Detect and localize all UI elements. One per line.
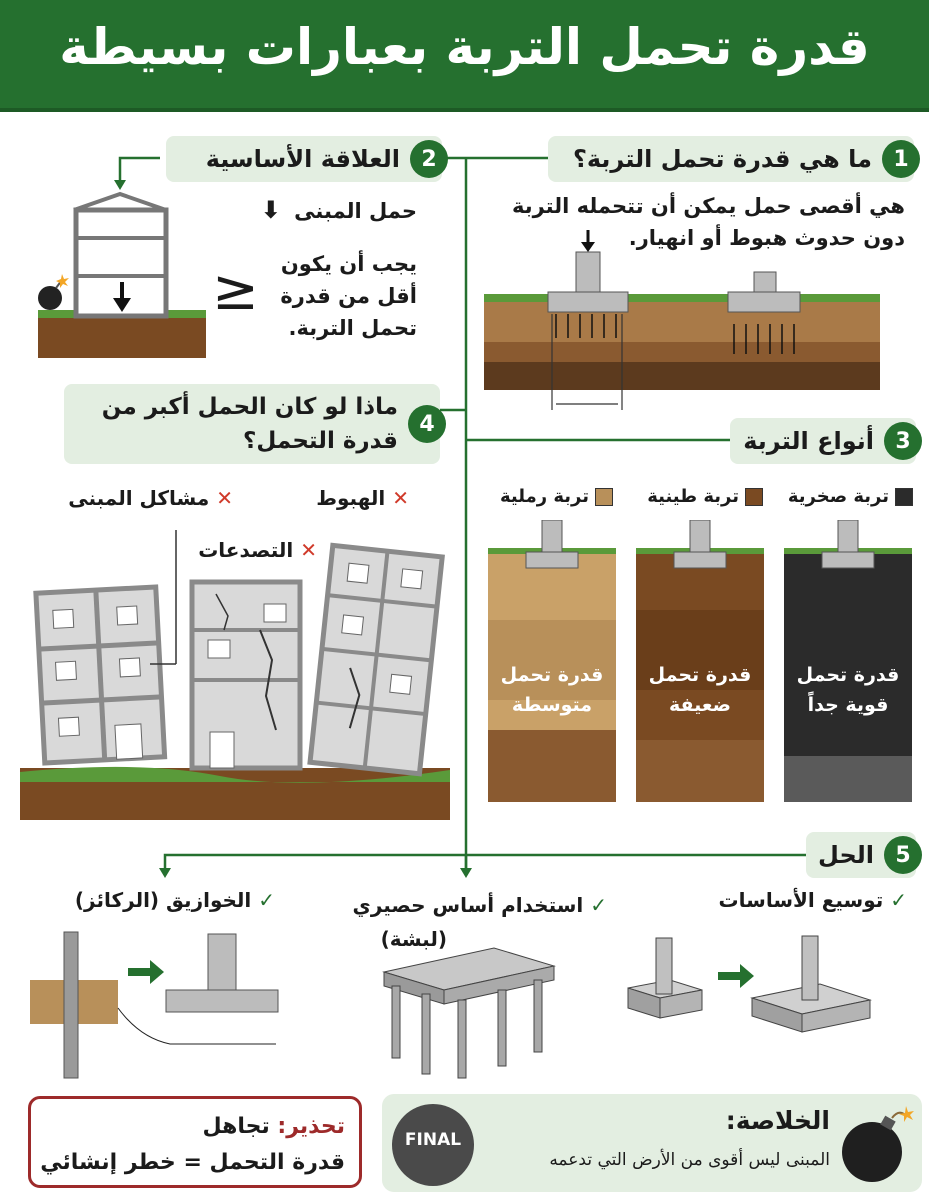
section5-number: 5 [884,836,922,874]
section4-title-line2: قدرة التحمل؟ [243,428,398,454]
cross-icon: ✕ [392,486,409,510]
solution-mat-label-line2: (لبشة) [380,927,447,951]
section2-load-label: حمل المبنى [294,199,417,223]
solution-piles-label: الخوازيق (الركائز) [74,888,252,912]
clay-capacity-line1: قدرة تحمل [648,664,752,686]
problem-building-label: مشاكل المبنى [68,486,210,510]
warning-text: تحذير: تجاهل قدرة التحمل = خطر إنشائي [40,1109,345,1181]
page-title: قدرة تحمل التربة بعبارات بسيطة [59,18,870,76]
section5-header: 5 الحل [806,832,922,878]
section2-rule-line3: تحمل التربة. [288,316,417,340]
warning-prefix: تحذير: [277,1114,345,1139]
down-arrow-icon [581,230,595,252]
final-badge-label: FINAL [404,1130,462,1150]
solutions-illustrations [30,931,872,1079]
warning-line2: قدرة التحمل = خطر إنشائي [40,1150,345,1175]
section4-header: 4 ماذا لو كان الحمل أكبر من قدرة التحمل؟ [64,384,446,464]
summary-title: الخلاصة: [725,1106,830,1135]
clay-capacity-line2: ضعيفة [668,694,732,716]
section2-rule: يجب أن يكون أقل من قدرة تحمل التربة. [280,248,417,344]
warning-box: تحذير: تجاهل قدرة التحمل = خطر إنشائي [28,1096,362,1188]
problem-building: ✕ مشاكل المبنى [68,486,233,510]
soil-columns-diagram [488,520,912,802]
legend-clay-label: تربة طينية [647,486,739,507]
section2-title: العلاقة الأساسية [205,145,400,173]
section5-title: الحل [818,841,874,869]
legend-sand-label: تربة رملية [499,486,589,507]
check-icon: ✓ [890,888,907,912]
section1-header: 1 ما هي قدرة تحمل التربة؟ [548,136,920,182]
section3-title: أنواع التربة [743,427,874,455]
problem-settlement-label: الهبوط [316,486,386,510]
problem-settlement: ✕ الهبوط [316,486,409,510]
problem-cracks-label: التصدعات [198,538,294,562]
section4-number: 4 [408,405,446,443]
rock-capacity-line1: قدرة تحمل [796,664,900,686]
header-banner: قدرة تحمل التربة بعبارات بسيطة [0,0,929,112]
section3-header: 3 أنواع التربة [730,418,922,464]
bomb-icon [842,1106,914,1182]
check-icon: ✓ [590,893,607,917]
clay-capacity: قدرة تحمل ضعيفة [636,660,764,720]
sand-capacity-line1: قدرة تحمل [500,664,604,686]
bomb-icon [38,274,69,310]
section4-title: ماذا لو كان الحمل أكبر من قدرة التحمل؟ [102,390,398,458]
legend-rock-swatch [895,488,913,506]
legend-rock-label: تربة صخرية [787,486,889,507]
section1-text-line1: هي أقصى حمل يمكن أن تتحمله التربة [511,194,905,218]
section2-rule-line1: يجب أن يكون [280,252,417,276]
legend-clay-swatch [745,488,763,506]
section1-text-line2: دون حدوث هبوط أو انهيار. [628,226,905,250]
sand-capacity: قدرة تحمل متوسطة [488,660,616,720]
legend-sand: تربة رملية [500,486,613,507]
section2-header: 2 العلاقة الأساسية [166,136,448,182]
solution-mat-foundation: ✓ استخدام أساس حصيري (لبشة) [352,888,607,956]
section1-title: ما هي قدرة تحمل التربة؟ [572,145,872,173]
section2-number: 2 [410,140,448,178]
section3-number: 3 [884,422,922,460]
legend-rock: تربة صخرية [788,486,913,507]
section1-soil-diagram [484,230,880,410]
section2-building-diagram [38,191,206,358]
cross-icon: ✕ [300,538,317,562]
section4-title-line1: ماذا لو كان الحمل أكبر من [101,394,398,420]
section2-rule-line2: أقل من قدرة [280,284,417,308]
legend-clay: تربة طينية [647,486,763,507]
right-arrow-icon [128,960,164,984]
final-badge [392,1104,474,1186]
summary-box: FINAL الخلاصة: المبنى ليس أقوى من الأرض … [382,1094,922,1192]
cross-icon: ✕ [216,486,233,510]
rock-capacity-line2: قوية جداً [807,694,889,716]
rock-capacity: قدرة تحمل قوية جداً [784,660,912,720]
section1-definition: هي أقصى حمل يمكن أن تتحمله التربة دون حد… [512,190,905,254]
legend-sand-swatch [595,488,613,506]
right-arrow-icon [718,964,754,988]
warning-line1: تجاهل [202,1114,270,1139]
section1-number: 1 [882,140,920,178]
section2-load-row: حمل المبنى ⬇ [261,196,417,224]
solution-widen-label: توسيع الأساسات [718,888,884,912]
summary-text: المبنى ليس أقوى من الأرض التي تدعمه [549,1150,830,1170]
failed-buildings-illustration [20,530,450,820]
section2-symbol: ≤ [212,258,259,323]
solution-mat-label: استخدام أساس حصيري [352,893,584,917]
problem-cracks: ✕ التصدعات [198,538,317,562]
sand-capacity-line2: متوسطة [511,694,593,716]
down-arrow-icon: ⬇ [260,196,281,224]
check-icon: ✓ [258,888,275,912]
down-arrow-icon [113,282,131,312]
solution-piles: ✓ الخوازيق (الركائز) [75,888,275,912]
solution-widen-footings: ✓ توسيع الأساسات [719,888,907,912]
